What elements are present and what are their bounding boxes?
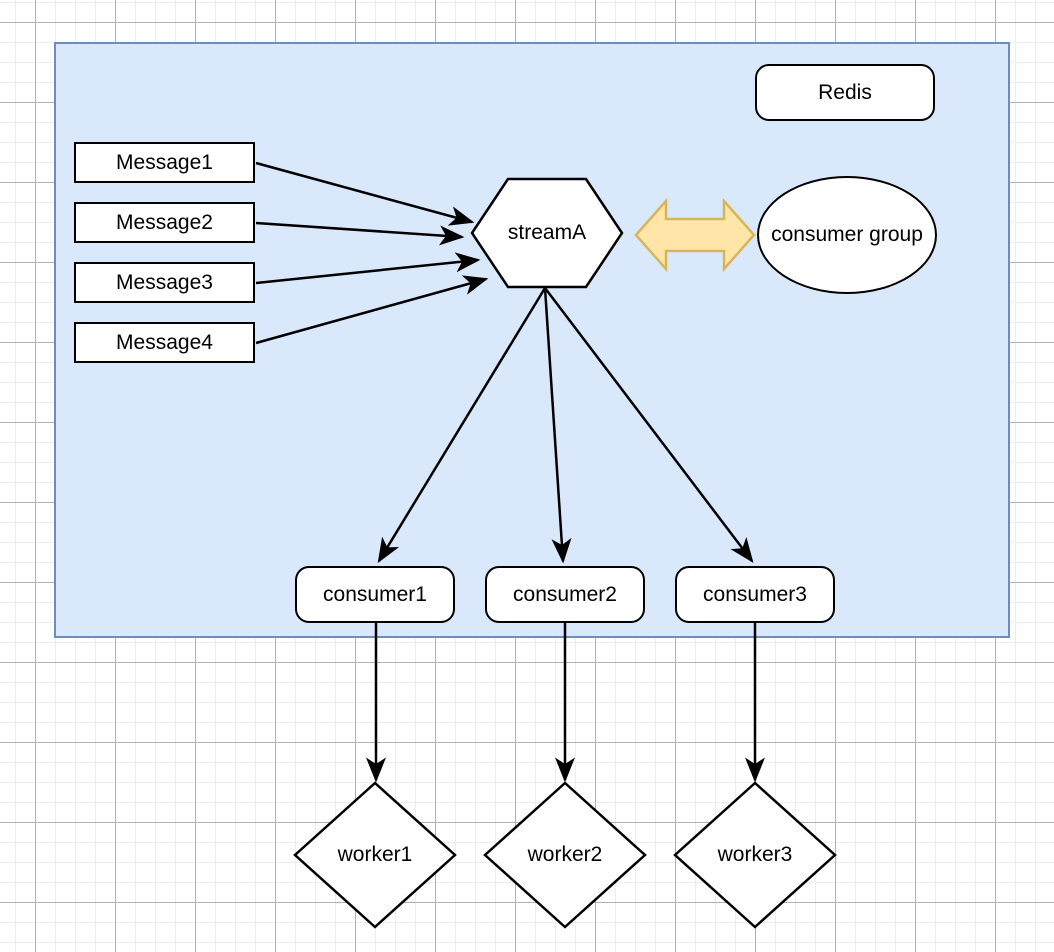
streama-hexagon[interactable]	[470, 177, 624, 289]
edge-streama-to-consumer1	[377, 287, 547, 564]
message-label-1: Message1	[116, 150, 213, 174]
consumer-box-3[interactable]: consumer3	[675, 566, 835, 623]
message-label-2: Message2	[116, 210, 213, 234]
streama-hexagon-outline	[470, 177, 624, 289]
redis-label-box[interactable]: Redis	[755, 64, 935, 121]
message-label-4: Message4	[116, 330, 213, 354]
consumer-label-1: consumer1	[323, 582, 427, 606]
worker-diamond-1[interactable]	[293, 781, 457, 929]
worker-diamond-3-outline	[673, 781, 837, 929]
bidirectional-arrow-icon[interactable]	[634, 197, 756, 273]
message-box-1[interactable]: Message1	[74, 142, 255, 183]
worker-diamond-2[interactable]	[483, 781, 647, 929]
edge-message2-to-streama	[255, 221, 465, 246]
edge-streama-to-consumer3	[544, 287, 754, 563]
bidirectional-arrow-shape	[634, 197, 756, 273]
edge-message3-to-streama	[255, 252, 481, 285]
consumer-label-2: consumer2	[513, 582, 617, 606]
worker-diamond-2-outline	[483, 781, 647, 929]
consumer-box-2[interactable]: consumer2	[485, 566, 645, 623]
edge-message1-to-streama	[255, 161, 475, 226]
message-box-2[interactable]: Message2	[74, 202, 255, 243]
message-box-4[interactable]: Message4	[74, 322, 255, 363]
consumer-label-3: consumer3	[703, 582, 807, 606]
edge-streama-to-consumer2	[543, 287, 572, 564]
message-label-3: Message3	[116, 270, 213, 294]
consumer-group-ellipse[interactable]: consumer group	[757, 176, 937, 294]
redis-label: Redis	[818, 80, 872, 104]
edge-message4-to-streama	[255, 275, 489, 345]
worker-diamond-3[interactable]	[673, 781, 837, 929]
consumer-group-label: consumer group	[771, 223, 923, 247]
consumer-box-1[interactable]: consumer1	[295, 566, 455, 623]
message-box-3[interactable]: Message3	[74, 262, 255, 303]
worker-diamond-1-outline	[293, 781, 457, 929]
